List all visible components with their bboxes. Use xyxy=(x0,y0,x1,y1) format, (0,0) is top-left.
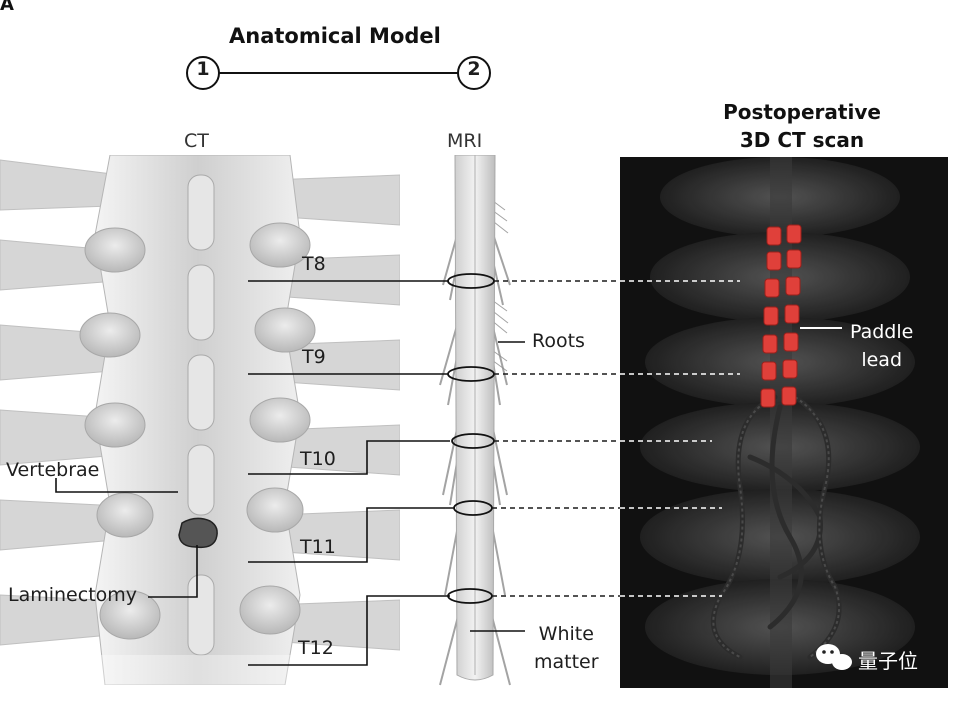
postop-scan-title: Postoperative 3D CT scan xyxy=(697,98,907,154)
step-1-number: 1 xyxy=(196,58,210,80)
t8-cord-ring xyxy=(447,273,495,289)
postop-title-line-1: Postoperative xyxy=(723,100,881,124)
step-2-circle xyxy=(457,56,491,90)
level-label-t8: T8 xyxy=(302,253,326,275)
anatomical-model-title: Anatomical Model xyxy=(229,24,441,48)
level-label-t12: T12 xyxy=(298,637,334,659)
roots-label: Roots xyxy=(532,330,585,352)
level-label-t9: T9 xyxy=(302,346,326,368)
wechat-icon xyxy=(816,644,852,670)
t9-cord-ring xyxy=(447,366,495,382)
watermark-text: 量子位 xyxy=(858,649,918,673)
step-2-number: 2 xyxy=(467,58,481,80)
postop-title-line-2: 3D CT scan xyxy=(739,128,865,152)
panel-label: A xyxy=(0,0,14,15)
paddle-lead-line-2: lead xyxy=(861,349,902,371)
paddle-lead-line-1: Paddle xyxy=(850,321,914,343)
vertebrae-label: Vertebrae xyxy=(6,459,100,481)
paddle-lead-electrodes xyxy=(760,224,802,408)
laminectomy-leader xyxy=(148,545,198,598)
white-matter-line-2: matter xyxy=(534,651,599,673)
t10-cord-ring xyxy=(451,433,495,449)
level-label-t11: T11 xyxy=(300,536,336,558)
t11-cord-ring xyxy=(453,500,493,516)
paddle-lead-label: Paddle lead xyxy=(850,318,913,374)
t12-cord-ring xyxy=(447,588,493,604)
t11-leader xyxy=(248,507,455,563)
vertebrae-leader xyxy=(55,478,178,493)
laminectomy-label: Laminectomy xyxy=(8,584,138,606)
t10-leader xyxy=(248,440,450,475)
ct-spine-model xyxy=(0,155,400,685)
postop-ct-scan xyxy=(620,157,948,688)
level-label-t10: T10 xyxy=(300,448,336,470)
laminectomy-window xyxy=(178,517,218,549)
step-connector xyxy=(186,56,491,90)
t12-leader xyxy=(248,595,450,666)
mri-column-label: MRI xyxy=(447,130,483,152)
white-matter-label: White matter xyxy=(534,620,599,676)
ct-column-label: CT xyxy=(184,130,209,152)
white-matter-line-1: White xyxy=(538,623,594,645)
